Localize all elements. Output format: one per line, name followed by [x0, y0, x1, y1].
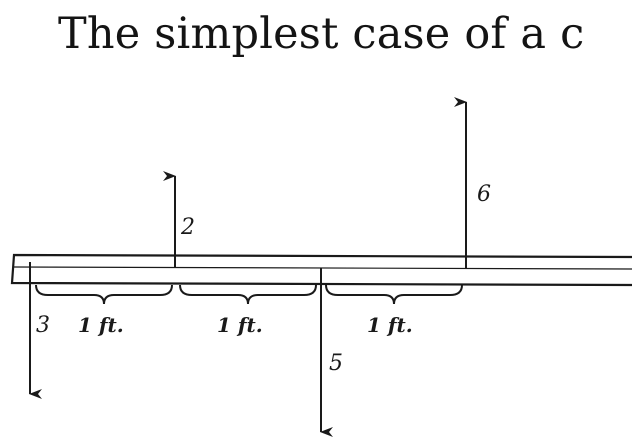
distance-label-1: 1 ft. [78, 313, 124, 337]
force-label-6: 6 [477, 182, 491, 207]
distance-brace-1 [35, 284, 173, 305]
distance-label-3: 1 ft. [367, 313, 413, 337]
force-label-3: 3 [36, 313, 50, 338]
distance-brace-2 [179, 284, 317, 305]
distance-label-2: 1 ft. [217, 313, 263, 337]
force-label-2: 2 [180, 215, 195, 240]
page-title: The simplest case of a c [58, 9, 585, 59]
force-label-5: 5 [329, 351, 343, 376]
distance-brace-3 [325, 284, 463, 305]
